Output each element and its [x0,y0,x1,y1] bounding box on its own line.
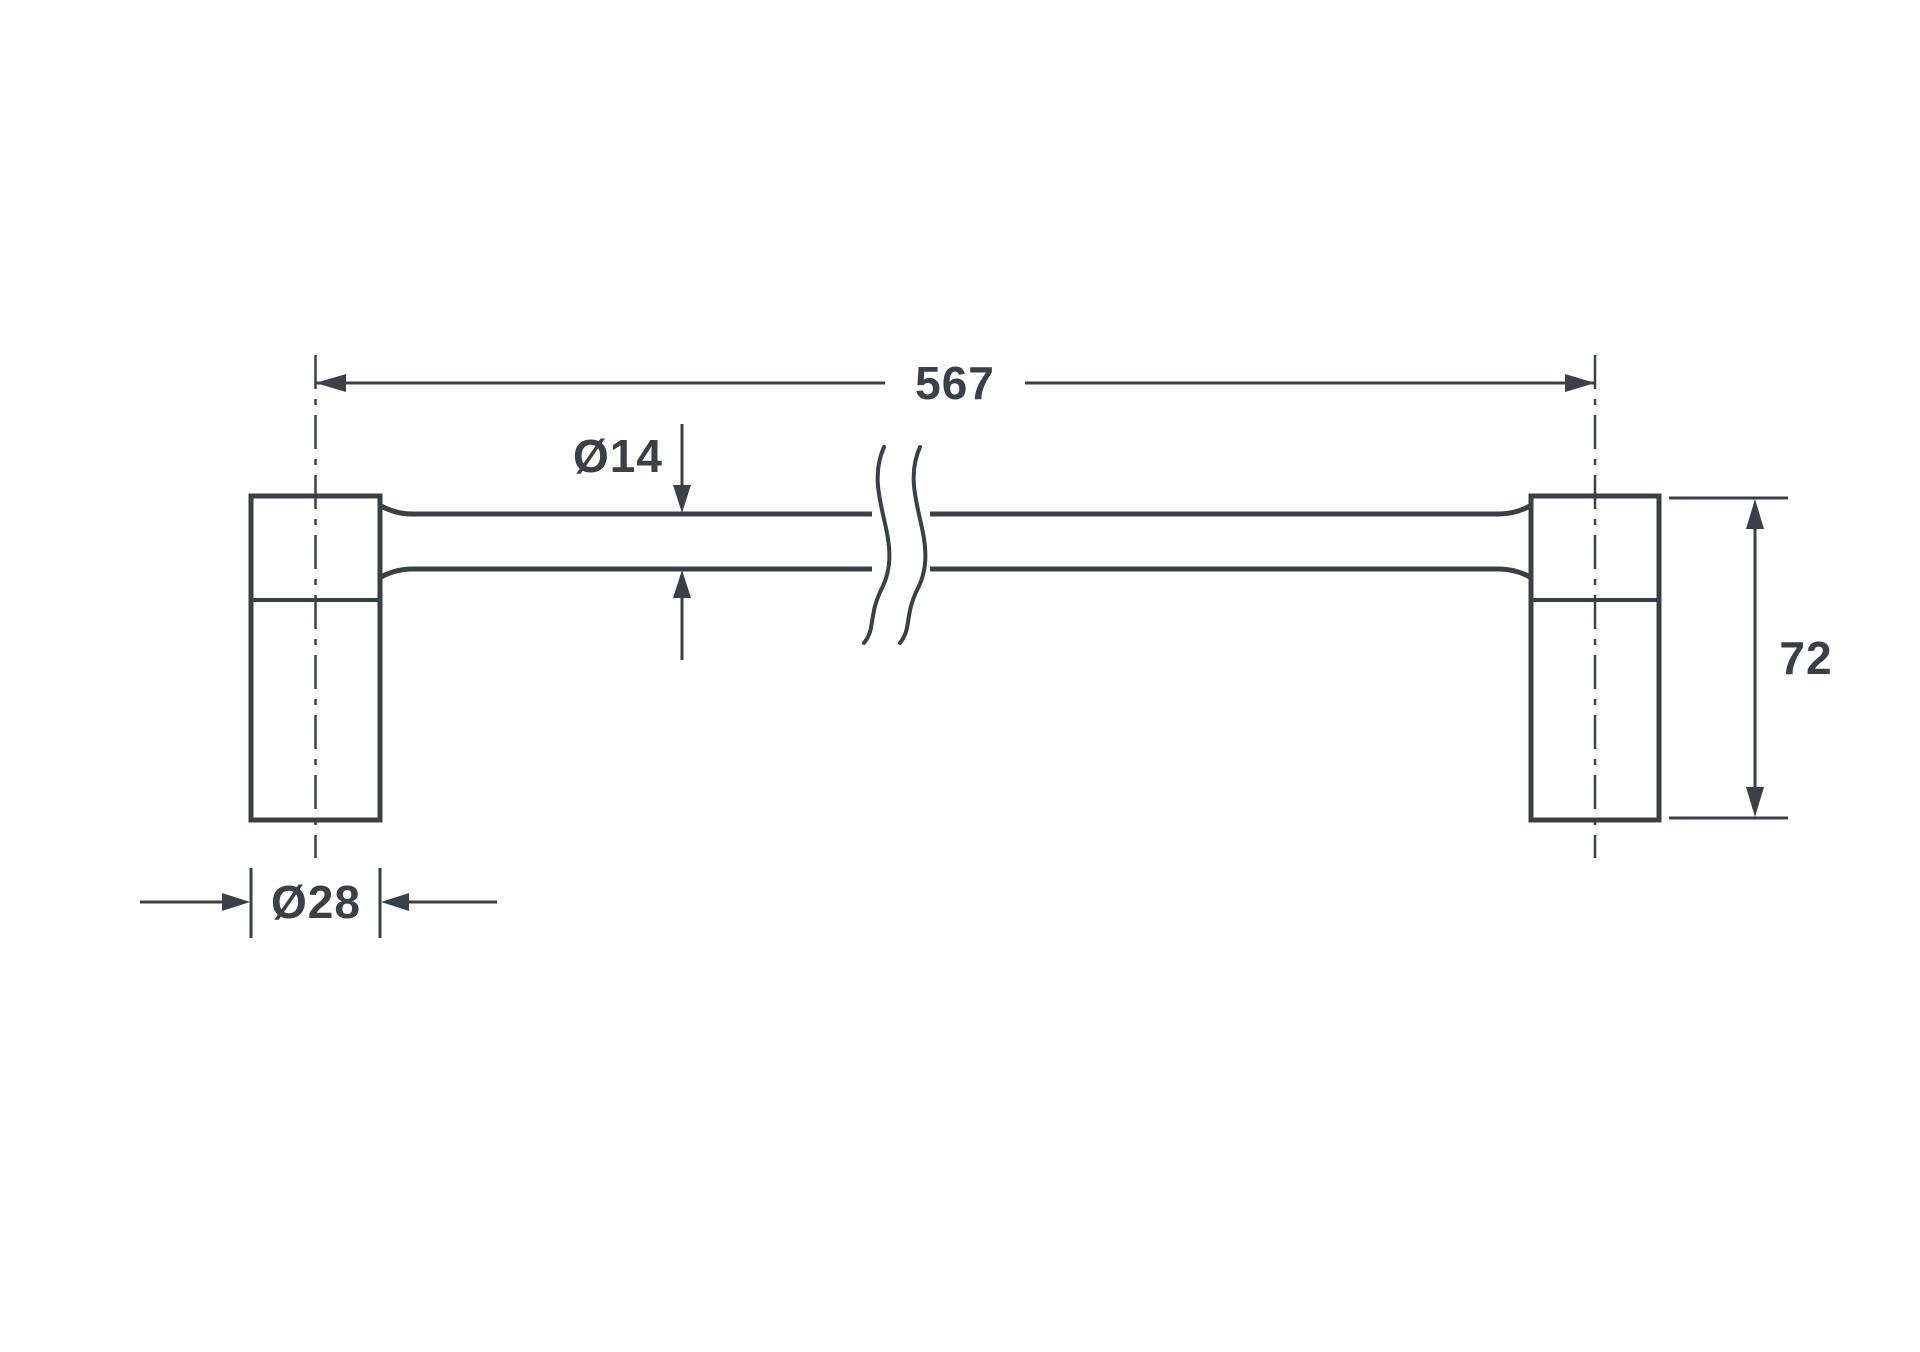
dim-28-arrow-left [381,893,409,911]
dim-14-arrow-up [673,570,691,598]
dim-567-arrow-right [1565,374,1595,392]
break-line-left [862,445,892,645]
dim-72-arrow-up [1746,499,1764,529]
object-outlines [248,493,1662,823]
bar-bottom-left-edge [379,566,872,580]
right-post-outline [1528,493,1662,823]
dim-14-label: Ø14 [573,430,663,482]
break-symbol [862,445,928,645]
dim-14-arrow-down [673,485,691,513]
dim-567-label: 567 [915,357,995,409]
centerlines [314,355,1597,858]
dim-28-label: Ø28 [271,876,361,928]
break-line-right [898,445,928,645]
dimension-labels: 567 Ø14 72 Ø28 [271,357,1832,928]
bar-bottom-right-edge [930,566,1532,580]
dim-567-arrow-left [315,374,346,392]
arrowheads [222,374,1764,911]
dimension-lines [140,381,1788,938]
left-post-outline [248,493,383,823]
dim-72-arrow-down [1746,787,1764,817]
bar-top-left-edge [379,503,872,517]
bar-top-right-edge [930,503,1532,517]
dim-72-label: 72 [1779,632,1832,684]
dim-28-arrow-right [222,893,250,911]
